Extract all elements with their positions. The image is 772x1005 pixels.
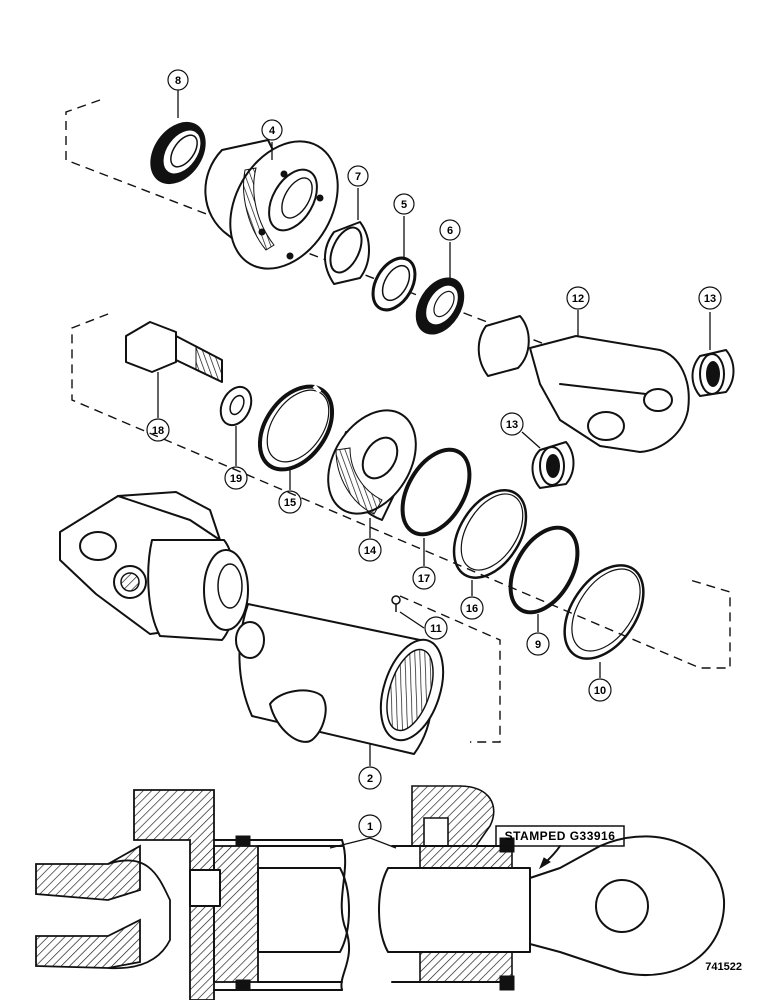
callout-18: 18 <box>146 418 170 442</box>
svg-text:16: 16 <box>466 603 478 615</box>
part-16-backup-ring <box>452 489 528 579</box>
figure-code: 741522 <box>705 961 742 973</box>
callout-5: 5 <box>393 193 415 215</box>
stamp-label: STAMPED G33916 <box>505 829 616 843</box>
part-9-o-ring <box>508 525 580 615</box>
svg-text:19: 19 <box>230 473 242 485</box>
svg-text:9: 9 <box>535 639 541 651</box>
callout-15: 15 <box>278 490 302 514</box>
svg-text:12: 12 <box>572 293 584 305</box>
upper-group-outline <box>65 99 600 351</box>
lower-group-outline <box>399 595 501 743</box>
callout-2: 2 <box>358 766 382 790</box>
callout-7: 7 <box>347 165 369 187</box>
svg-text:2: 2 <box>367 773 373 785</box>
part-17-o-ring <box>400 447 472 537</box>
part-13-bushing-upper <box>691 349 735 397</box>
callout-13-lower: 13 <box>500 412 524 436</box>
part-10-backup-ring <box>563 564 645 660</box>
callout-1: 1 <box>358 814 382 838</box>
callout-19: 19 <box>224 466 248 490</box>
callout-14: 14 <box>358 538 382 562</box>
callout-4: 4 <box>261 119 283 141</box>
middle-group-outline <box>71 313 731 669</box>
callout-11: 11 <box>424 616 448 640</box>
stamp-annotation <box>495 825 625 870</box>
callout-6: 6 <box>439 219 461 241</box>
svg-text:10: 10 <box>594 685 606 697</box>
svg-text:4: 4 <box>269 125 276 137</box>
part-11-screw <box>391 595 401 612</box>
part-18-bolt <box>125 321 223 383</box>
svg-text:13: 13 <box>704 293 716 305</box>
svg-text:7: 7 <box>355 171 361 183</box>
part-5-ring <box>371 256 417 312</box>
part-6-seal <box>415 277 465 335</box>
callout-10: 10 <box>588 678 612 702</box>
part-13-bushing-lower <box>531 441 575 489</box>
leader-lines <box>157 90 711 849</box>
svg-text:15: 15 <box>284 497 296 509</box>
part-8-wiper-seal <box>150 121 206 185</box>
part-4-gland <box>204 139 339 270</box>
svg-text:1: 1 <box>367 821 373 833</box>
callout-17: 17 <box>412 566 436 590</box>
svg-text:11: 11 <box>430 623 442 635</box>
part-15-split-ring <box>257 384 335 472</box>
part-19-washer <box>219 385 253 427</box>
svg-text:14: 14 <box>364 545 377 557</box>
callout-9: 9 <box>526 632 550 656</box>
svg-text:13: 13 <box>506 419 518 431</box>
part-14-piston <box>327 409 417 521</box>
callout-16: 16 <box>460 596 484 620</box>
part-2-cylinder-tube <box>59 491 445 755</box>
callout-13-upper: 13 <box>698 286 722 310</box>
part-7-bushing <box>324 221 370 285</box>
svg-text:18: 18 <box>152 425 164 437</box>
part-1-assembled-cylinder-section <box>35 785 726 1001</box>
svg-text:6: 6 <box>447 225 453 237</box>
svg-text:8: 8 <box>175 75 181 87</box>
svg-text:17: 17 <box>418 573 430 585</box>
callout-8: 8 <box>167 69 189 91</box>
part-12-rod-eye <box>477 315 690 453</box>
svg-text:5: 5 <box>401 199 407 211</box>
callout-12: 12 <box>566 286 590 310</box>
